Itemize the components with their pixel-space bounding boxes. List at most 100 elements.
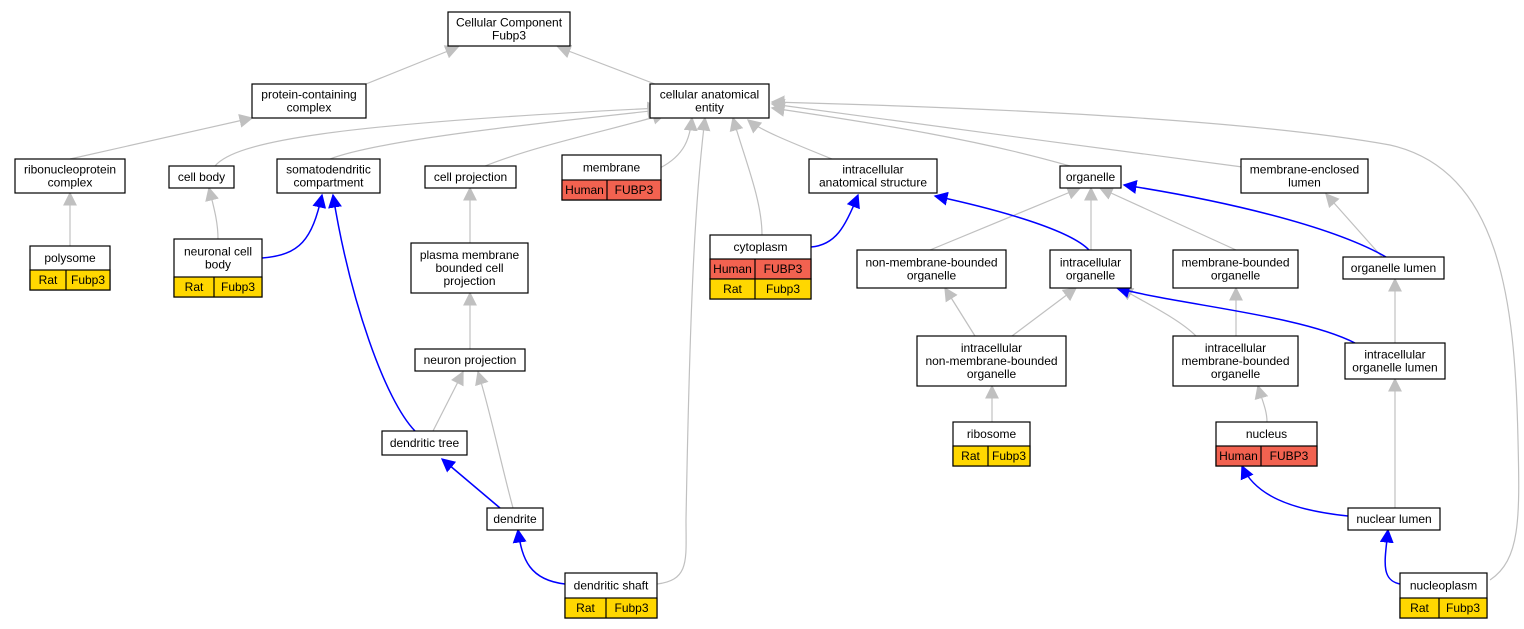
species-name: Rat [961,449,980,463]
is-a-edge [1254,384,1269,423]
node-label: anatomical structure [819,176,927,190]
node-label: membrane-bounded [1181,256,1289,270]
is-a-edge [1098,186,1237,251]
node-box [424,165,517,189]
species-name: Rat [185,280,204,294]
node-label: nuclear lumen [1356,512,1431,526]
go-term-node-organelle[interactable]: organelle [1059,165,1122,189]
node-box [251,83,367,119]
go-term-node-cell-body[interactable]: cell body [168,165,235,189]
node-box [276,158,381,194]
go-term-node-nuclear-lumen[interactable]: nuclear lumen [1347,507,1441,531]
part-of-edge [1240,464,1349,517]
node-box [1342,256,1445,280]
node-label: organelle [1211,269,1261,283]
node-label: complex [287,101,332,115]
species-name: Rat [39,273,58,287]
node-label: somatodendritic [286,163,371,177]
go-term-node-organelle-lumen[interactable]: organelle lumen [1342,256,1445,280]
node-label: neuron projection [424,353,517,367]
part-of-edge [1122,180,1387,258]
node-box [649,83,770,119]
is-a-edge [432,370,464,432]
node-label: organelle [1066,170,1116,184]
node-label: dendritic tree [390,436,460,450]
go-term-node-cell-projection[interactable]: cell projection [424,165,517,189]
node-label: intracellular [842,163,903,177]
node-label: protein-containing [261,88,356,102]
node-label: organelle [1066,269,1116,283]
node-box [856,249,1007,289]
node-label: organelle [1211,367,1261,381]
node-label: organelle lumen [1351,261,1436,275]
node-label: intracellular [1060,256,1121,270]
node-box [1172,249,1299,289]
go-term-node-dendrite[interactable]: dendrite [486,507,544,531]
is-a-edge [556,44,656,85]
node-label: intracellular [961,341,1022,355]
go-term-node-intra-non-mem-organelle[interactable]: intracellularnon-membrane-boundedorganel… [916,335,1067,387]
node-box [1240,158,1369,194]
part-of-edge [328,193,416,432]
node-label: cellular anatomical [660,88,759,102]
species-name: Human [565,183,604,197]
species-row [1399,597,1488,619]
node-box [916,335,1067,387]
node-label: ribosome [967,427,1017,441]
node-label: Cellular Component [456,16,563,30]
is-a-edge [1011,287,1078,337]
is-a-edge [929,186,1082,251]
node-label: nucleoplasm [1410,579,1477,593]
node-label: bounded cell [435,261,503,275]
species-row [564,597,658,619]
node-label: polysome [44,251,96,265]
species-row [709,278,812,300]
go-term-node-neuron-projection[interactable]: neuron projection [414,348,526,372]
node-label: non-membrane-bounded [925,354,1057,368]
part-of-edge [261,193,327,259]
gene-symbol: Fubp3 [71,273,105,287]
node-label: entity [695,101,724,115]
node-label: cytoplasm [733,240,787,254]
node-label: dendrite [493,512,537,526]
node-box [14,158,126,194]
edge-layer [63,44,1520,585]
go-term-node-dendritic-tree[interactable]: dendritic tree [381,430,468,456]
species-name: Rat [1410,601,1429,615]
species-name: Rat [576,601,595,615]
node-label: non-membrane-bounded [865,256,997,270]
part-of-edge [512,528,566,585]
is-a-edge [944,286,976,337]
node-box [414,348,526,372]
node-label: lumen [1288,176,1321,190]
species-name: Human [713,262,752,276]
part-of-edge [1379,528,1401,585]
node-label: dendritic shaft [574,579,649,593]
node-box [168,165,235,189]
node-label: projection [443,274,495,288]
is-a-edge [746,119,833,160]
species-row [1215,445,1318,467]
node-label: membrane-enclosed [1250,163,1359,177]
